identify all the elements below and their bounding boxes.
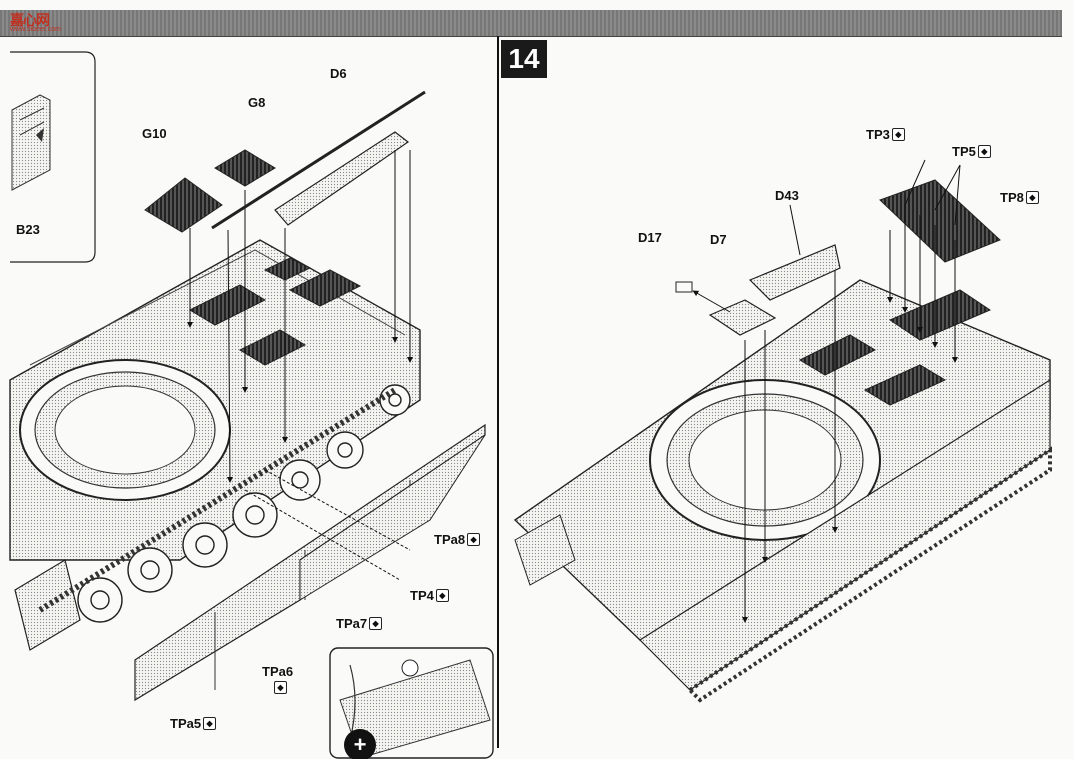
callout-d6: D6	[330, 66, 347, 81]
photo-etch-icon: ◆	[467, 533, 481, 546]
callout-tp5: TP5◆	[952, 144, 991, 159]
part-g8	[214, 149, 276, 393]
side-skirt-plates	[134, 423, 486, 702]
label-tp4: TP4	[410, 588, 434, 603]
site-logo: 嘉心网 www.5ibeer.com	[8, 10, 72, 34]
photo-etch-icon: ◆	[891, 128, 905, 141]
label-tpa7: TPa7	[336, 616, 368, 631]
label-tpa5: TPa5	[170, 716, 202, 731]
callout-tp4: TP4◆	[410, 588, 449, 603]
tp4-fasteners	[244, 469, 411, 581]
label-d43: D43	[775, 188, 799, 203]
header-bar	[0, 10, 1062, 37]
callout-tpa7: TPa7◆	[336, 616, 383, 631]
part-d6-antenna-rod	[211, 90, 426, 483]
logo-text: 嘉心网	[10, 12, 50, 28]
callout-b23: B23	[16, 222, 40, 237]
photo-etch-icon: ◆	[977, 145, 991, 158]
photo-etch-icon: ◆	[435, 589, 449, 602]
right-tank-hull	[513, 279, 1052, 703]
photo-etch-icon: ◆	[369, 617, 383, 630]
inset-detail-b23	[10, 51, 96, 263]
callout-tpa5: TPa5◆	[170, 716, 217, 731]
label-b23: B23	[16, 222, 40, 237]
callout-g8: G8	[248, 95, 265, 110]
callout-tp8: TP8◆	[1000, 190, 1039, 205]
label-g10: G10	[142, 126, 167, 141]
callout-tp3: TP3◆	[866, 127, 905, 142]
part-d43	[748, 204, 841, 533]
callout-d7: D7	[710, 232, 727, 247]
photo-etch-icon: ◆	[274, 681, 287, 694]
callout-tpa8: TPa8◆	[434, 532, 481, 547]
step-number-badge: 14	[501, 40, 547, 78]
photo-etch-icon: ◆	[1025, 191, 1039, 204]
detail-plus-symbol: +	[354, 732, 367, 757]
callout-g10: G10	[142, 126, 167, 141]
part-d7	[708, 299, 777, 623]
label-d17: D17	[638, 230, 662, 245]
part-g10	[144, 177, 223, 328]
part-d6-stowage-box	[274, 131, 413, 443]
label-tpa8: TPa8	[434, 532, 466, 547]
label-g8: G8	[248, 95, 266, 110]
label-d6: D6	[330, 66, 347, 81]
left-tank-hull	[9, 239, 421, 651]
callout-d43: D43	[775, 188, 799, 203]
label-tp5: TP5	[952, 144, 976, 159]
label-d7: D7	[710, 232, 727, 247]
label-tp8: TP8	[1000, 190, 1024, 205]
label-tpa6: TPa6	[262, 664, 294, 679]
photo-etch-icon: ◆	[203, 717, 217, 730]
logo-url: www.5ibeer.com	[10, 26, 61, 33]
page-divider	[497, 36, 499, 748]
label-tp3: TP3	[866, 127, 890, 142]
part-d17	[675, 281, 731, 313]
inset-detail-bottom: +	[329, 647, 494, 759]
callout-tpa6: TPa6 ◆	[262, 664, 293, 694]
callout-d17: D17	[638, 230, 662, 245]
part-tp3-tp5-tp8-grilles	[879, 159, 1001, 363]
